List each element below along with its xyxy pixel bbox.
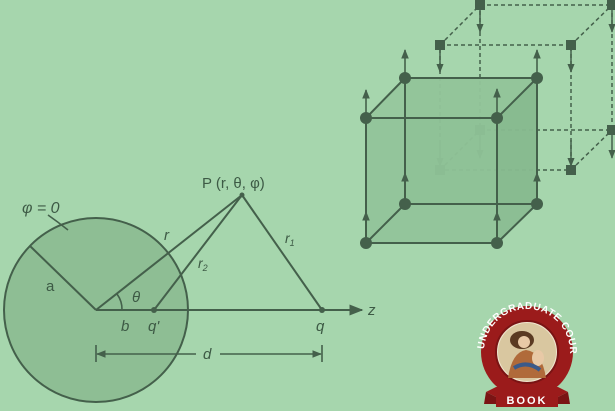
charge-label: q (316, 318, 325, 335)
b-label: b (121, 318, 129, 335)
badge-banner-text: BOOK (507, 395, 548, 407)
theta-label: θ (132, 289, 140, 306)
theta-arc (116, 293, 123, 311)
solid-cube-side-face (497, 78, 537, 243)
r2-line (153, 194, 243, 311)
point-p-dot (239, 192, 245, 198)
radius-label: a (46, 278, 55, 295)
r1-subscript: 1 (290, 238, 295, 248)
solid-cube-arrows (362, 49, 541, 238)
image-charge-label: q' (148, 318, 160, 335)
solid-cube-nodes (360, 72, 543, 249)
d-label: d (203, 346, 212, 363)
badge-figure-illustration (498, 323, 556, 381)
r2-subscript: 2 (202, 263, 208, 273)
potential-label: φ = 0 (22, 200, 60, 217)
radius-line (29, 245, 97, 311)
charge-dot (319, 307, 325, 313)
potential-leader-line (47, 214, 69, 231)
r-line (95, 194, 243, 311)
r2-base: r (198, 255, 204, 271)
r1-line (241, 194, 323, 311)
r1-base: r (285, 230, 291, 246)
badge-banner (486, 387, 568, 407)
r-label: r (164, 227, 170, 244)
solid-cube-top-face (366, 78, 537, 118)
z-axis-label: z (367, 302, 376, 319)
image-charge-dot (151, 307, 157, 313)
lattice-diagram (360, 0, 615, 249)
badge-banner-tail-right (558, 392, 570, 404)
image-charge-diagram: φ = 0 P (r, θ, φ) a r r2 r1 θ b q' q d z (3, 175, 376, 403)
r1-label: r1 (285, 230, 295, 248)
badge-banner-tail-left (484, 392, 496, 404)
solid-cube-front-face (366, 118, 497, 243)
point-p-label: P (r, θ, φ) (202, 175, 265, 192)
r2-label: r2 (198, 255, 208, 273)
